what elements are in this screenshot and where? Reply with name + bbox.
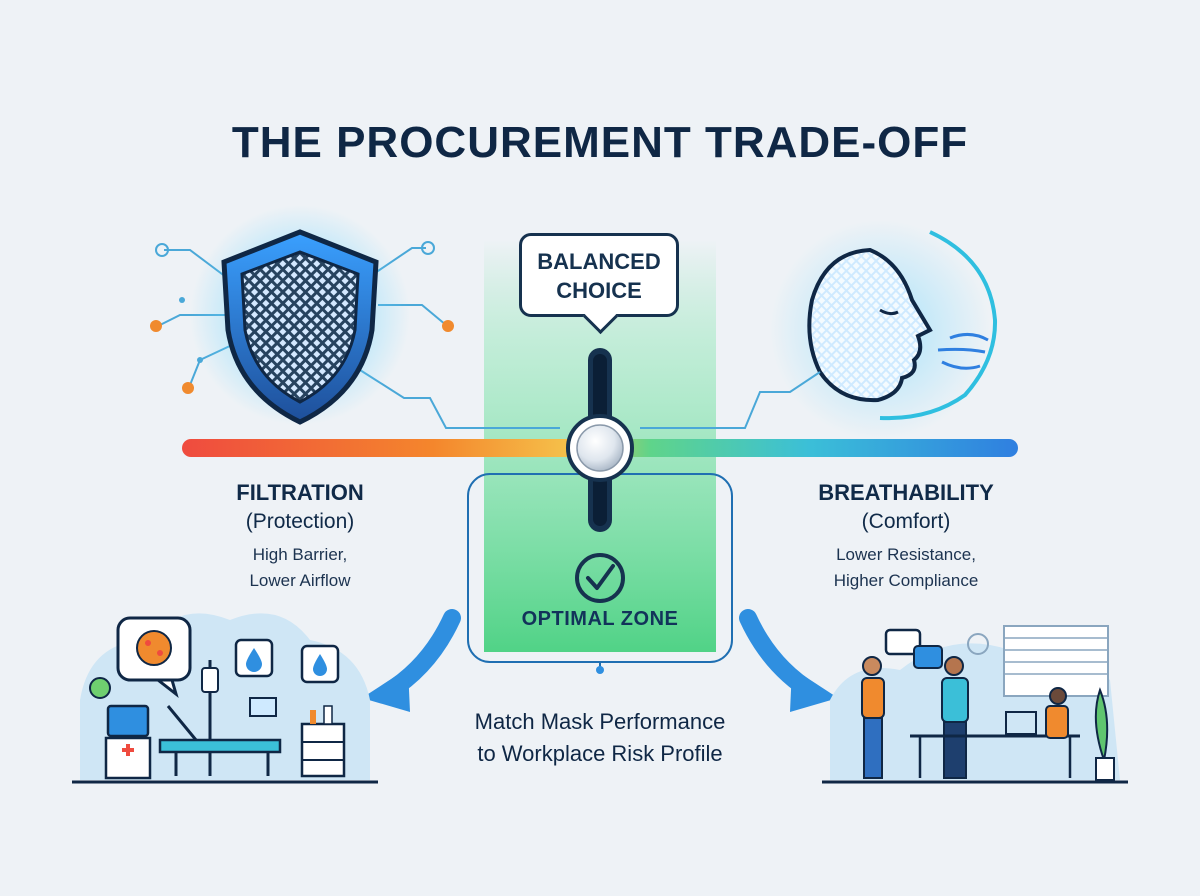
filtration-description: High Barrier, Lower Airflow [200,542,400,594]
footer-line1: Match Mask Performance [474,709,726,734]
arrow-to-office [739,609,838,712]
footer-message: Match Mask Performance to Workplace Risk… [410,706,790,770]
slider-knob-icon[interactable] [566,414,634,482]
breathability-title: BREATHABILITY [818,480,994,505]
arrow-to-hospital [362,609,461,712]
shield-mesh-icon [221,229,379,425]
breathability-desc-line1: Lower Resistance, [836,545,976,564]
footer-line2: to Workplace Risk Profile [477,741,723,766]
filtration-subtitle: (Protection) [245,510,355,533]
hospital-scene [72,613,378,784]
right-circuit-line [640,371,821,429]
office-scene [822,625,1128,784]
breathability-desc-line2: Higher Compliance [833,571,979,590]
optimal-zone-label: OPTIMAL ZONE [521,608,679,630]
callout-line1: BALANCED [537,249,661,274]
check-circle-icon [575,553,625,603]
zone-connector-dot [596,666,604,674]
filtration-desc-line1: High Barrier, [252,545,348,564]
balanced-choice-callout: BALANCED CHOICE [519,233,679,335]
breathability-description: Lower Resistance, Higher Compliance [786,542,1026,594]
page-title: THE PROCUREMENT TRADE-OFF [231,118,969,167]
face-breath-icon [807,230,998,421]
filtration-desc-line2: Lower Airflow [249,571,351,590]
breathability-subtitle: (Comfort) [861,510,951,533]
filtration-title: FILTRATION [236,480,364,505]
left-circuit-dots [150,241,454,394]
